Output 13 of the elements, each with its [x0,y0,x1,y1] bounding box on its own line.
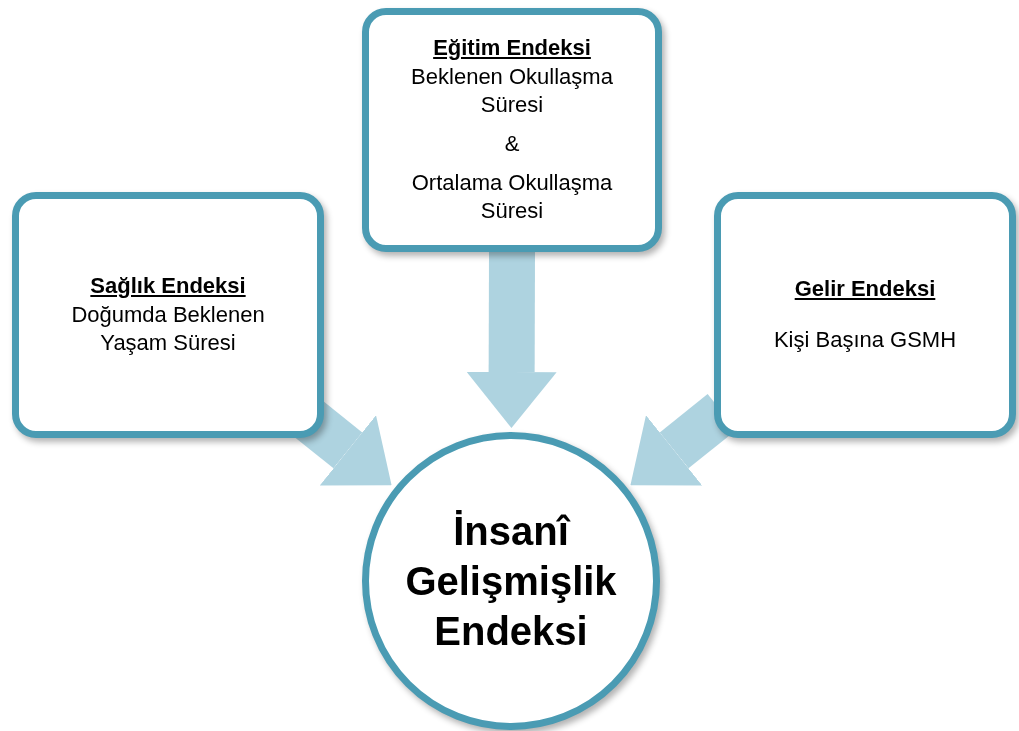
index-heading: Eğitim Endeksi [432,34,592,63]
index-description: Kişi Başına GSMH [772,326,958,354]
block-arrow [466,251,557,428]
index-description: & [503,130,521,158]
index-box [714,192,1016,438]
index-title: İnsanî Gelişmişlik Endeksi [404,508,618,655]
index-description: Beklenen Okullaşma Süresi [410,62,614,120]
index-box [12,192,324,438]
index-description: Doğumda Beklenen Yaşam Süresi [70,300,266,358]
index-box [362,8,662,252]
index-description: Ortalama Okullaşma Süresi [410,168,614,226]
index-heading: Gelir Endeksi [793,275,937,304]
index-heading: Sağlık Endeksi [89,272,247,301]
